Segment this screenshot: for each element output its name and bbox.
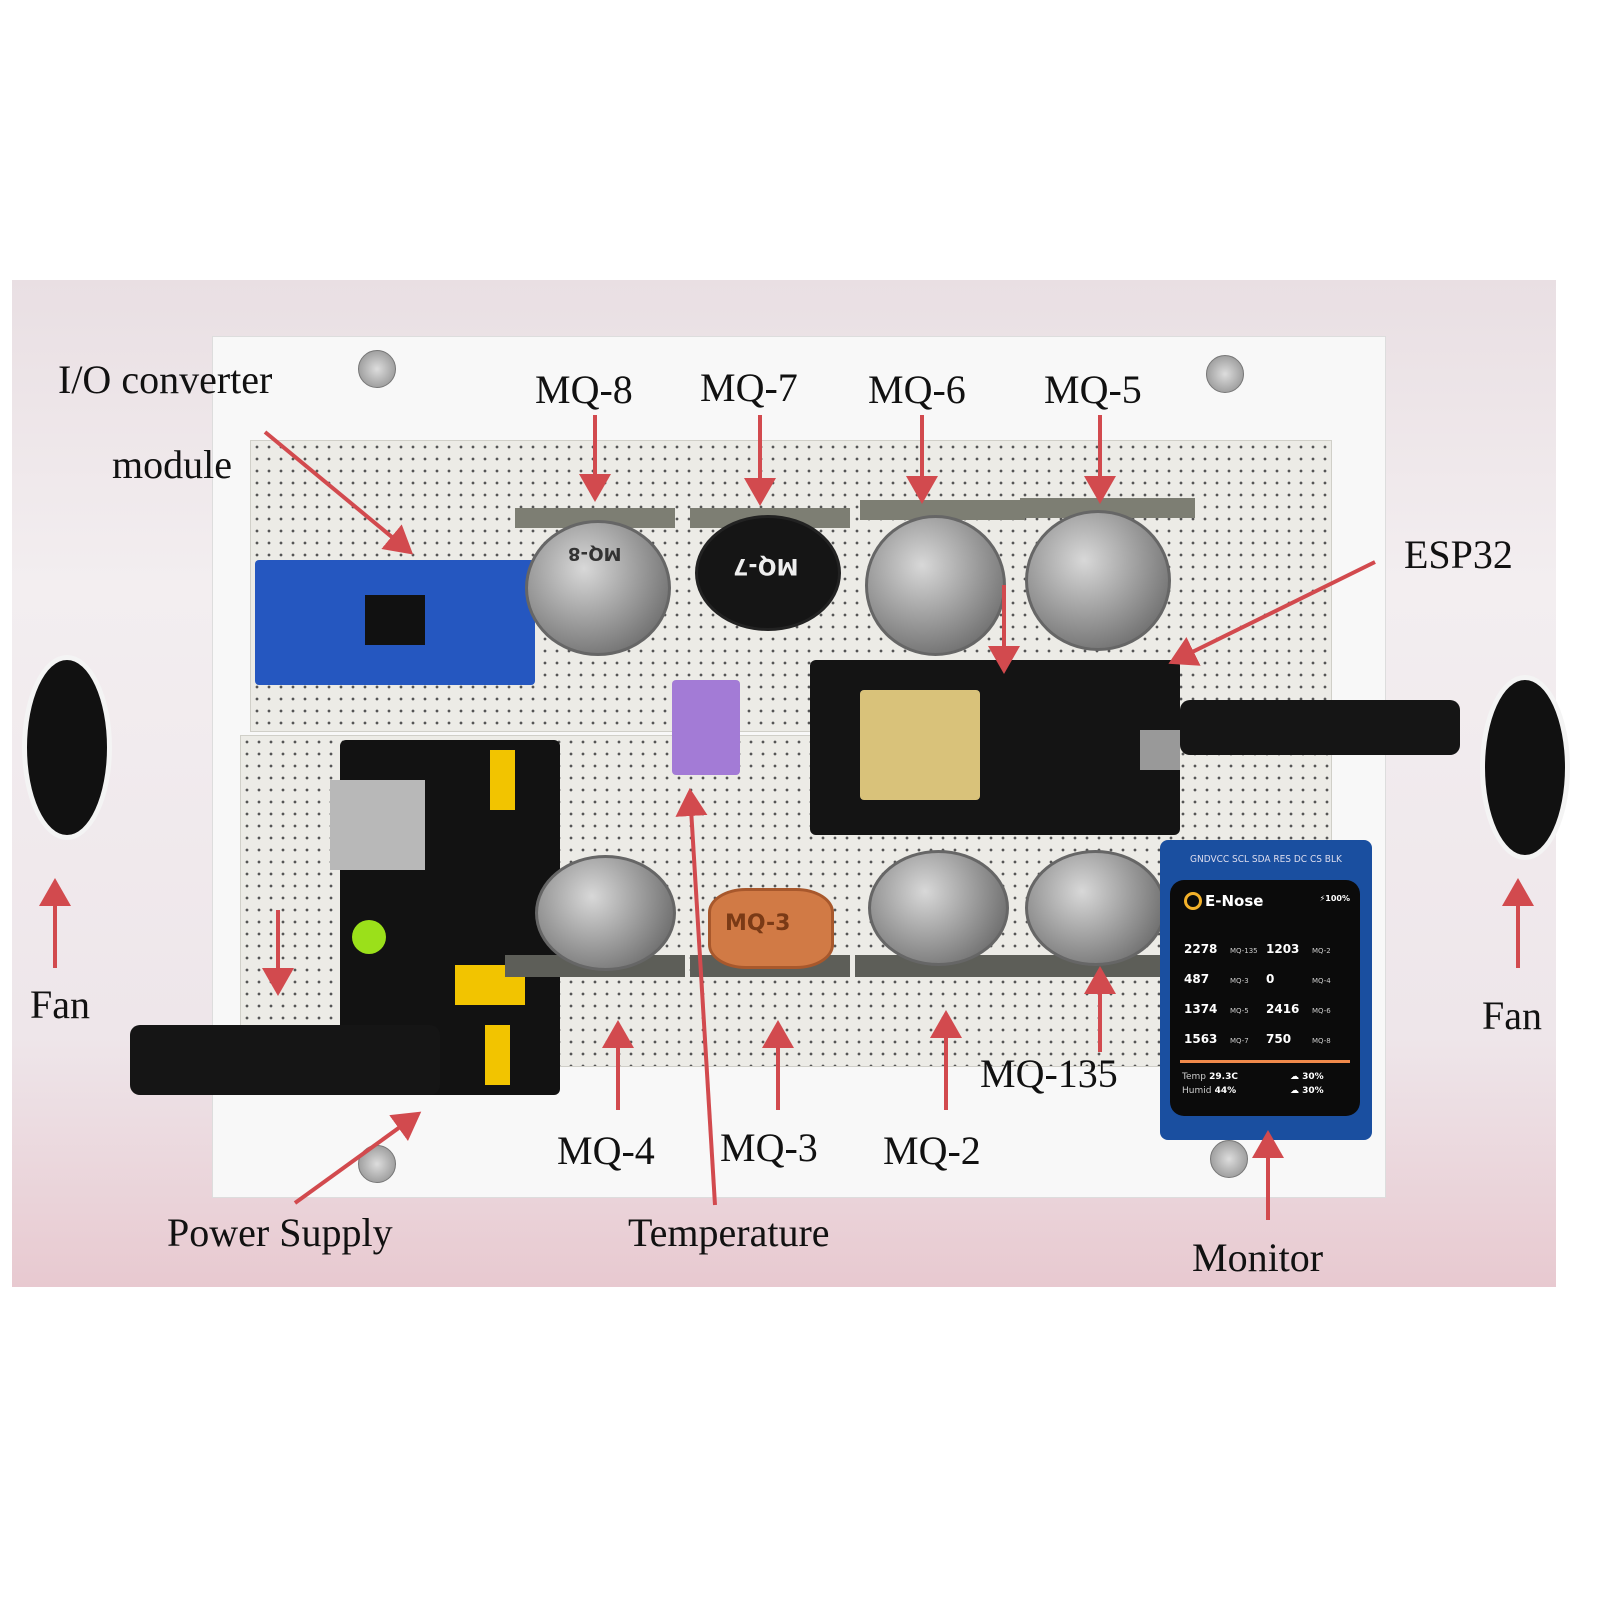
label-temperature: Temperature <box>628 1210 830 1255</box>
reading-value: 1374 <box>1184 1002 1218 1016</box>
label-fan-left: Fan <box>30 982 90 1027</box>
label-esp32: ESP32 <box>1404 532 1513 577</box>
humid-label: Humid <box>1182 1086 1212 1096</box>
humid-value: 44% <box>1214 1086 1237 1096</box>
sensor-tag: MQ-8 <box>1312 1037 1331 1045</box>
io-converter-module <box>255 560 535 685</box>
reading-value: 2278 <box>1184 942 1218 956</box>
sensor-tag: MQ-4 <box>1312 977 1331 985</box>
label-mq2: MQ-2 <box>883 1128 981 1173</box>
power-supply-arrow <box>293 1111 422 1205</box>
extra-value-2: 30% <box>1302 1086 1324 1096</box>
reading-value: 750 <box>1266 1032 1292 1046</box>
esp32-arrow <box>1168 560 1376 666</box>
label-mq8: MQ-8 <box>535 367 633 412</box>
sensor-tag: MQ-7 <box>1230 1037 1249 1045</box>
mq3-sensor: MQ-3 <box>708 888 834 969</box>
lcd-screen: E-Nose ⚡100% 2278 MQ-135 1203 MQ-2 487 MQ-3 0… <box>1170 880 1360 1116</box>
mq2-sensor <box>868 850 1009 966</box>
io-converter-arrow <box>263 430 414 555</box>
sensor-tag: MQ-135 <box>1230 947 1258 955</box>
label-mq5: MQ-5 <box>1044 367 1142 412</box>
sensor-tag: MQ-2 <box>1312 947 1331 955</box>
label-mq3: MQ-3 <box>720 1125 818 1170</box>
sensor-tag: MQ-3 <box>1230 977 1249 985</box>
dc-power-jack-cable <box>130 1025 440 1095</box>
screw <box>1206 355 1244 393</box>
label-mq4: MQ-4 <box>557 1128 655 1173</box>
mq7-sensor: MQ-7 <box>695 515 841 631</box>
reading-value: 0 <box>1266 972 1275 986</box>
reading-value: 1563 <box>1184 1032 1218 1046</box>
cloud-icon: ☁ <box>1290 1086 1299 1096</box>
enose-logo-icon <box>1184 892 1202 910</box>
divider <box>1180 1060 1350 1063</box>
mq6-sensor <box>865 515 1006 656</box>
reading-row: 1563 MQ-7 750 MQ-8 <box>1184 1032 1342 1046</box>
label-io-converter: I/O converter <box>58 357 273 402</box>
temp-value: 29.3C <box>1209 1072 1238 1082</box>
reading-row: 2278 MQ-135 1203 MQ-2 <box>1184 942 1342 956</box>
lcd-pin-labels: GNDVCC SCL SDA RES DC CS BLK <box>1190 854 1342 865</box>
label-mq7: MQ-7 <box>700 365 798 410</box>
cloud-icon: ☁ <box>1290 1072 1299 1082</box>
esp32-board <box>810 660 1180 835</box>
mq8-sensor: MQ-8 <box>525 520 671 656</box>
label-fan-right: Fan <box>1482 993 1542 1038</box>
mq8-pcb <box>515 508 675 528</box>
extra-value-1: 30% <box>1302 1072 1324 1082</box>
battery-level: 100% <box>1325 894 1350 903</box>
left-fan <box>22 655 112 840</box>
screw <box>358 350 396 388</box>
mq3-body-mark: MQ-3 <box>725 911 791 936</box>
right-fan <box>1480 675 1570 860</box>
sensor-tag: MQ-6 <box>1312 1007 1331 1015</box>
mq135-sensor <box>1025 850 1166 966</box>
battery-icon: ⚡ <box>1319 894 1326 903</box>
reading-value: 1203 <box>1266 942 1300 956</box>
temperature-arrow <box>675 788 717 1206</box>
usb-cable <box>1180 700 1460 755</box>
label-monitor: Monitor <box>1192 1235 1324 1280</box>
mq6-pcb <box>860 500 1025 520</box>
reading-value: 2416 <box>1266 1002 1300 1016</box>
label-io-converter-module: module <box>112 442 232 487</box>
mq5-pcb <box>1020 498 1195 518</box>
reading-value: 487 <box>1184 972 1210 986</box>
reading-row: 487 MQ-3 0 MQ-4 <box>1184 972 1342 986</box>
mq4-sensor <box>535 855 676 971</box>
mq5-sensor <box>1025 510 1171 651</box>
screw <box>1210 1140 1248 1178</box>
sensor-tag: MQ-5 <box>1230 1007 1249 1015</box>
temperature-sensor-module <box>672 680 740 775</box>
mq2-pcb <box>855 955 1025 977</box>
label-mq135: MQ-135 <box>980 1051 1118 1096</box>
reading-row: 1374 MQ-5 2416 MQ-6 <box>1184 1002 1342 1016</box>
label-power-supply: Power Supply <box>167 1210 393 1255</box>
lcd-title: E-Nose <box>1205 892 1264 910</box>
temp-label: Temp <box>1182 1072 1206 1082</box>
label-mq6: MQ-6 <box>868 367 966 412</box>
monitor-display-module: GNDVCC SCL SDA RES DC CS BLK E-Nose ⚡100… <box>1160 840 1372 1140</box>
